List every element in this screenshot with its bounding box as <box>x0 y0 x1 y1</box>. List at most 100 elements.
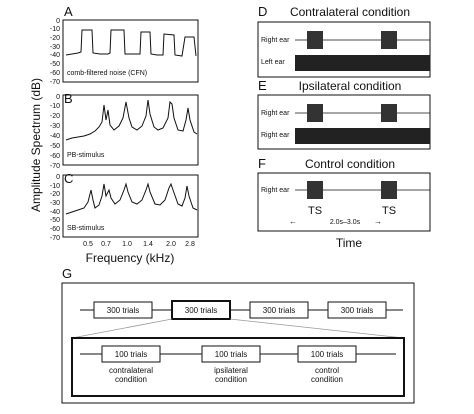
ytick-c-1: -10 <box>50 183 60 190</box>
expanded-block-frame <box>71 337 405 397</box>
panel-g: G 300 trials 300 trials 300 trials 300 t… <box>61 266 415 404</box>
ytick-c-3: -30 <box>50 200 60 207</box>
xtick-0: 0.5 <box>83 241 93 248</box>
ytick-c-7: -70 <box>50 235 60 242</box>
condition-1-line-1: contralateral <box>109 366 153 375</box>
panel-g-frame <box>61 282 415 404</box>
panel-e-burst-2 <box>381 104 397 122</box>
panel-e: E Ipsilateral condition Right ear Right … <box>257 78 431 150</box>
time-label: Time <box>336 236 363 250</box>
panel-e-burst-1 <box>307 104 323 122</box>
ytick-a-4: -40 <box>50 52 60 59</box>
panel-b: B 0 -10 -20 -30 -40 -50 -60 -70 PB-stimu… <box>50 91 199 170</box>
bottom-block-2-label: 100 trials <box>215 350 247 359</box>
interval-left-arrow: ← <box>289 217 297 226</box>
spectrum-a-trace <box>65 29 197 57</box>
ytick-a-3: -30 <box>50 44 60 51</box>
spectra-ylabel: Amplitude Spectrum (dB) <box>29 78 43 212</box>
bottom-block-1 <box>101 345 161 363</box>
panel-a: A 0 -10 -20 -30 -40 -50 -60 -70 comb-fil… <box>50 4 199 86</box>
top-block-4 <box>327 301 387 319</box>
panel-a-label: A <box>64 4 73 19</box>
ytick-b-6: -60 <box>50 153 60 160</box>
zoom-line-left <box>71 318 173 339</box>
interval-right-arrow: → <box>374 217 382 226</box>
condition-captions: contralateral condition ipsilateral cond… <box>109 366 343 384</box>
xtick-2: 1.0 <box>122 241 132 248</box>
condition-1-line-2: condition <box>115 375 147 384</box>
panel-g-label: G <box>62 266 72 281</box>
panel-b-yticks: 0 -10 -20 -30 -40 -50 -60 -70 <box>50 94 60 170</box>
condition-3-line-1: control <box>315 366 339 375</box>
panel-f-ts-2: TS <box>382 205 396 217</box>
panel-f-burst-1 <box>307 181 323 199</box>
bottom-block-1-label: 100 trials <box>115 350 147 359</box>
panel-d-burst-1 <box>307 31 323 49</box>
panel-a-frame <box>62 19 199 83</box>
top-block-2 <box>171 300 231 320</box>
panel-b-caption: PB-stimulus <box>67 152 105 159</box>
panel-e-title: Ipsilateral condition <box>299 79 402 93</box>
panel-f-track1-label: Right ear <box>261 187 290 194</box>
spectrum-b-trace <box>65 99 198 141</box>
ytick-b-5: -50 <box>50 143 60 150</box>
panel-d-frame <box>257 21 431 78</box>
ytick-b-7: -70 <box>50 163 60 170</box>
top-block-3-label: 300 trials <box>263 306 295 315</box>
panel-d-masker <box>295 55 430 71</box>
bottom-block-2 <box>201 345 261 363</box>
panel-e-label: E <box>258 78 267 93</box>
panel-c-yticks: 0 -10 -20 -30 -40 -50 -60 -70 <box>50 174 60 242</box>
panel-f-interval: 2.0s–3.0s <box>330 219 361 226</box>
xtick-3: 1.4 <box>143 241 153 248</box>
panel-f-ts-1: TS <box>308 205 322 217</box>
top-block-1 <box>93 301 153 319</box>
panel-d-track2-label: Left ear <box>261 59 285 66</box>
panel-a-yticks: 0 -10 -20 -30 -40 -50 -60 -70 <box>50 18 60 86</box>
condition-2-line-1: ipsilateral <box>214 366 248 375</box>
ytick-a-7: -70 <box>50 79 60 86</box>
top-block-3 <box>249 301 309 319</box>
panel-d-label: D <box>258 4 267 19</box>
ytick-a-2: -20 <box>50 35 60 42</box>
zoom-line-right <box>229 318 405 339</box>
ytick-c-2: -20 <box>50 191 60 198</box>
panel-f-burst-2 <box>381 181 397 199</box>
panel-f-title: Control condition <box>305 157 395 171</box>
panel-b-frame <box>62 94 199 166</box>
panel-c-label: C <box>64 171 73 186</box>
bottom-block-3-label: 100 trials <box>311 350 343 359</box>
spectrum-c-trace <box>65 182 198 215</box>
panel-e-frame <box>257 94 431 150</box>
bottom-block-3 <box>297 345 357 363</box>
panel-c-frame <box>62 174 199 238</box>
panel-d: D Contralateral condition Right ear Left… <box>257 4 431 78</box>
panel-d-track1-label: Right ear <box>261 37 290 44</box>
ytick-b-4: -40 <box>50 133 60 140</box>
ytick-b-2: -20 <box>50 113 60 120</box>
condition-3-line-2: condition <box>311 375 343 384</box>
ytick-b-3: -30 <box>50 123 60 130</box>
xtick-4: 2.0 <box>166 241 176 248</box>
bottom-blocks: 100 trials 100 trials 100 trials <box>101 345 357 363</box>
ytick-b-0: 0 <box>56 94 60 101</box>
top-block-4-label: 300 trials <box>341 306 373 315</box>
panel-d-title: Contralateral condition <box>290 5 410 19</box>
top-block-1-label: 300 trials <box>107 306 139 315</box>
panel-f-frame <box>257 172 431 232</box>
panel-f-label: F <box>258 156 266 171</box>
panel-e-track2-label: Right ear <box>261 132 290 139</box>
ytick-c-4: -40 <box>50 209 60 216</box>
panel-b-label: B <box>64 91 73 106</box>
top-block-2-label: 300 trials <box>185 306 217 315</box>
ytick-a-5: -50 <box>50 61 60 68</box>
panel-a-caption: comb-filtered noise (CFN) <box>67 70 147 77</box>
xtick-1: 0.7 <box>101 241 111 248</box>
xtick-5: 2.8 <box>185 241 195 248</box>
panel-c: C 0 -10 -20 -30 -40 -50 -60 -70 SB-stimu… <box>50 171 199 265</box>
ytick-c-5: -50 <box>50 217 60 224</box>
top-blocks: 300 trials 300 trials 300 trials 300 tri… <box>93 300 387 320</box>
ytick-a-0: 0 <box>56 18 60 25</box>
ytick-c-6: -60 <box>50 226 60 233</box>
